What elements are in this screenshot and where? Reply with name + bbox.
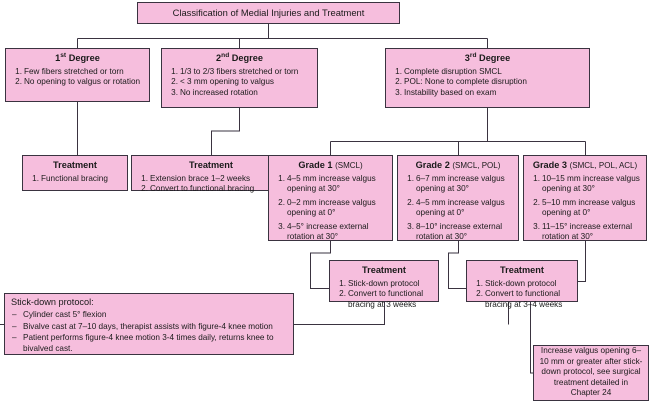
list-item: Functional bracing — [28, 173, 108, 184]
node-grade-3: Grade 3 (SMCL, POL, ACL) 10–15 mm increa… — [523, 155, 647, 241]
node-grade-2: Grade 2 (SMCL, POL) 6–7 mm increase valg… — [397, 155, 519, 241]
list-item: No opening to valgus or rotation — [11, 77, 141, 87]
grade-3-list: 10–15 mm increase valgus opening at 30° … — [529, 174, 641, 243]
grade-1-structures: (SMCL) — [335, 161, 363, 170]
grade-2-list: 6–7 mm increase valgus opening at 30° 4–… — [403, 174, 513, 243]
grade-1-name: Grade 1 — [298, 160, 333, 170]
protocol-title: Stick-down protocol: — [11, 297, 94, 307]
protocol-list: Cylinder cast 5° flexion Bivalve cast at… — [10, 310, 288, 355]
list-item: Stick-down protocol — [472, 278, 557, 289]
grade-1-list: 4–5 mm increase valgus opening at 30° 0–… — [274, 174, 387, 243]
list-item: < 3 mm opening to valgus — [167, 77, 274, 87]
node-treatment-4: Treatment Stick-down protocol Convert to… — [466, 260, 578, 309]
treatment-3-title: Treatment — [362, 265, 406, 275]
edge-grade1-treatment3 — [309, 241, 332, 290]
degree-2-word: Degree — [229, 53, 263, 63]
list-item: Convert to functional bracing at 3–4 wee… — [472, 289, 563, 309]
list-item: POL: None to complete disruption — [391, 77, 527, 87]
grade-2-name: Grade 2 — [415, 160, 450, 170]
list-item: Instability based on exam — [391, 87, 497, 98]
treatment-4-title: Treatment — [500, 265, 544, 275]
list-item: Patient performs figure-4 knee motion 3-… — [10, 333, 288, 354]
treatment-4-list: Stick-down protocol Convert to functiona… — [472, 279, 572, 311]
grade-3-name: Grade 3 — [532, 160, 568, 170]
list-item: Cylinder cast 5° flexion — [10, 310, 288, 321]
degree-1-word: Degree — [66, 53, 100, 63]
degree-1-number: 1 — [55, 53, 61, 63]
degree-3-list: Complete disruption SMCL POL: None to co… — [391, 67, 584, 99]
degree-3-ordinal: rd — [469, 51, 477, 59]
node-treatment-1: Treatment Functional bracing — [22, 155, 128, 191]
classification-label: Classification of Medial Injuries and Tr… — [172, 6, 365, 18]
degree-2-ordinal: nd — [221, 51, 230, 59]
list-item: 6–7 mm increase valgus opening at 30° — [403, 173, 505, 194]
edge-grade2-treatment4 — [447, 241, 466, 290]
treatment-1-title: Treatment — [53, 160, 97, 170]
list-item: 4–5 mm increase valgus opening at 30° — [274, 173, 376, 194]
node-degree-2: 2nd Degree 1/3 to 2/3 fibers stretched o… — [161, 48, 318, 108]
node-treatment-2: Treatment Extension brace 1–2 weeks Conv… — [131, 155, 291, 194]
list-item: 11–15° increase external rotation at 30° — [529, 221, 633, 242]
list-item: No increased rotation — [167, 87, 258, 98]
degree-3-title: 3rd Degree — [391, 51, 584, 65]
degree-3-word: Degree — [476, 53, 511, 63]
treatment-1-list: Functional bracing — [28, 174, 122, 185]
list-item: Extension brace 1–2 weeks — [137, 173, 251, 184]
list-item: 1/3 to 2/3 fibers stretched or torn — [167, 66, 299, 77]
list-item: 4–5° increase external rotation at 30° — [274, 221, 369, 242]
list-item: 8–10° increase external rotation at 30° — [403, 221, 503, 242]
degree-2-list: 1/3 to 2/3 fibers stretched or torn < 3 … — [167, 67, 312, 99]
list-item: 0–2 mm increase valgus opening at 0° — [274, 197, 376, 218]
edge-degree2-treatment2 — [210, 108, 241, 155]
degree-1-title: 1st Degree — [11, 51, 144, 65]
node-degree-1: 1st Degree Few fibers stretched or torn … — [5, 48, 150, 102]
node-degree-3: 3rd Degree Complete disruption SMCL POL:… — [385, 48, 590, 108]
treatment-2-list: Extension brace 1–2 weeks Convert to fun… — [137, 174, 285, 195]
grade-2-structures: (SMCL, POL) — [452, 161, 501, 170]
list-item: 5–10 mm increase valgus opening at 0° — [529, 197, 636, 218]
list-item: Convert to functional bracing at 3 weeks — [335, 289, 424, 309]
node-classification: Classification of Medial Injuries and Tr… — [137, 2, 400, 24]
treatment-3-list: Stick-down protocol Convert to functiona… — [335, 279, 433, 311]
node-treatment-3: Treatment Stick-down protocol Convert to… — [329, 260, 439, 309]
list-item: 10–15 mm increase valgus opening at 30° — [529, 173, 640, 194]
grade-2-title: Grade 2 (SMCL, POL) — [403, 160, 513, 172]
node-grade-1: Grade 1 (SMCL) 4–5 mm increase valgus op… — [268, 155, 393, 241]
edge-grade3-treatment4 — [578, 241, 587, 283]
list-item: Few fibers stretched or torn — [11, 66, 124, 77]
list-item: 4–5 mm increase valgus opening at 0° — [403, 197, 505, 218]
node-stick-down-protocol: Stick-down protocol: Cylinder cast 5° fl… — [4, 293, 294, 355]
grade-3-title: Grade 3 (SMCL, POL, ACL) — [529, 160, 641, 172]
grade-1-title: Grade 1 (SMCL) — [274, 160, 387, 172]
degree-1-ordinal: st — [60, 51, 67, 59]
list-item: Bivalve cast at 7–10 days, therapist ass… — [10, 322, 288, 333]
list-item: Stick-down protocol — [335, 278, 420, 289]
degree-1-list: Few fibers stretched or torn No opening … — [11, 67, 144, 88]
list-item: Convert to functional bracing — [137, 184, 255, 194]
degree-3-number: 3 — [464, 53, 470, 63]
list-item: Complete disruption SMCL — [391, 66, 502, 77]
node-chapter-note: Increase valgus opening 6–10 mm or great… — [533, 345, 649, 401]
treatment-2-title: Treatment — [189, 160, 233, 170]
chapter-note-text: Increase valgus opening 6–10 mm or great… — [539, 345, 643, 398]
grade-3-structures: (SMCL, POL, ACL) — [569, 161, 638, 170]
degree-2-number: 2 — [216, 53, 222, 63]
degree-2-title: 2nd Degree — [167, 51, 312, 65]
